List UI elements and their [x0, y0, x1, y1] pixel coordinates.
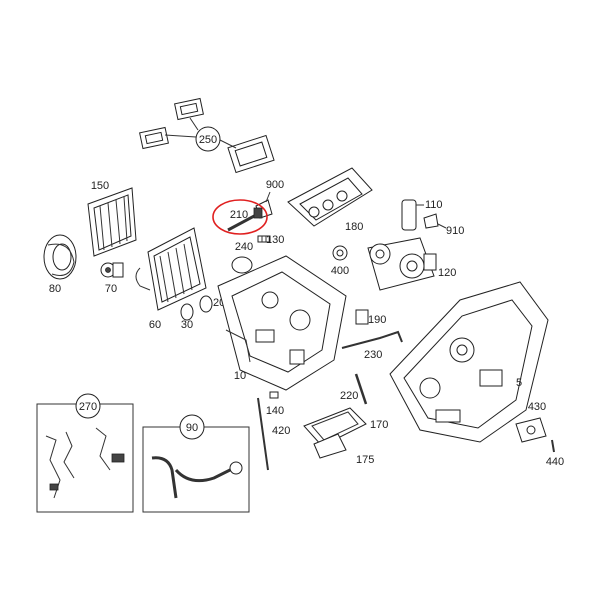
callout-190: 190 [368, 314, 386, 326]
part-10-housing [217, 255, 347, 391]
callout-430: 430 [528, 401, 546, 413]
part-60-evaporator [135, 227, 207, 311]
callout-5: 5 [516, 377, 522, 389]
callout-110: 110 [425, 199, 443, 211]
callout-170: 170 [370, 419, 388, 431]
box-270 [36, 403, 134, 513]
part-175-pad [313, 433, 347, 459]
part-140-bolt [269, 391, 279, 399]
part-20-seal [199, 295, 213, 313]
callout-90: 90 [186, 422, 198, 434]
part-210-sensor [227, 207, 263, 232]
part-240-cover [231, 256, 253, 274]
part-150-filter [87, 187, 137, 257]
part-430-module [515, 417, 547, 443]
part-220-sensor [354, 373, 368, 405]
callout-270: 270 [79, 401, 97, 413]
callout-250-circle [195, 126, 221, 152]
callout-80: 80 [49, 283, 61, 295]
callout-210: 210 [230, 209, 248, 221]
part-250-gaskets [139, 97, 275, 174]
callout-910: 910 [446, 225, 464, 237]
part-910-clip [423, 213, 439, 229]
callout-220: 220 [340, 390, 358, 402]
part-5-housing [389, 281, 549, 443]
part-170-cover [303, 407, 367, 447]
part-190-actuator [355, 309, 369, 325]
part-80-fan [43, 234, 77, 280]
callout-440: 440 [546, 456, 564, 468]
callout-140: 140 [266, 405, 284, 417]
callout-90-circle [179, 414, 205, 440]
callout-175: 175 [356, 454, 374, 466]
part-230-link [341, 330, 403, 349]
callout-180: 180 [345, 221, 363, 233]
callout-240: 240 [235, 241, 253, 253]
part-70-actuator [100, 262, 124, 278]
part-440-screw [551, 439, 555, 453]
callout-250: 250 [199, 134, 217, 146]
callout-230: 230 [364, 349, 382, 361]
callout-30: 30 [181, 319, 193, 331]
callout-70: 70 [105, 283, 117, 295]
part-420-rod [257, 397, 269, 471]
highlight-circle-210 [212, 199, 268, 235]
callout-10: 10 [234, 370, 246, 382]
part-110-sensor [401, 199, 417, 231]
part-30-seal [180, 303, 194, 321]
part-400-grommet [332, 245, 348, 261]
box-90 [142, 426, 250, 513]
callout-150: 150 [91, 180, 109, 192]
callout-60: 60 [149, 319, 161, 331]
part-180-duct [287, 167, 373, 227]
part-120-blower [367, 237, 437, 291]
callout-130: 130 [266, 234, 284, 246]
callout-120: 120 [438, 267, 456, 279]
callout-270-circle [75, 393, 101, 419]
callout-420: 420 [272, 425, 290, 437]
callout-400: 400 [331, 265, 349, 277]
part-130-screw [257, 235, 271, 243]
callout-900: 900 [266, 179, 284, 191]
